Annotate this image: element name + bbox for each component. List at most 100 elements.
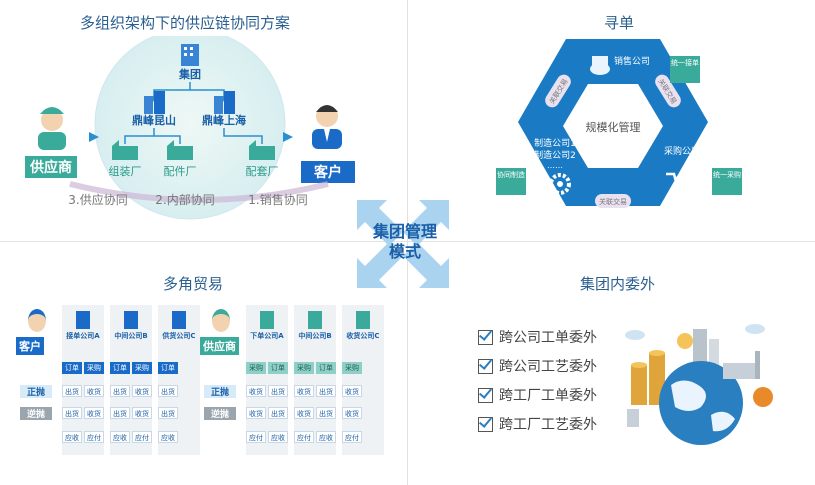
mfg1-label: 制造公司1 [534,137,576,149]
cloud-icon [745,324,765,334]
flow-label: 1.销售协同 [248,192,307,207]
sales-label: 销售公司 [614,55,650,67]
checklist-item: 跨工厂工单委外 [478,385,597,405]
trade-cell: 应付 [132,431,152,443]
center-mode-label: 集团管理模式 [372,222,437,261]
building-icon [260,311,274,329]
trade-cell: 出货 [62,385,82,397]
tag-unified-order: 统一接单 [670,56,700,83]
company-column [62,305,104,455]
person-label: 供应商 [200,337,239,355]
company-label: 收货公司C [346,332,380,340]
trade-cell: 收货 [84,407,104,419]
group-building-icon [181,44,199,66]
reverse-throw-label: 逆抛 [204,407,236,420]
org-left-label: 鼎峰昆山 [132,113,176,127]
trade-cell: 应收 [268,431,288,443]
trade-cell: 应付 [84,431,104,443]
trade-cell: 出货 [158,385,178,397]
sales-icon [590,56,610,75]
q2-diagram: 规模化管理 销售公司 采购公司 制造公司1 制造公司2 …… 关联交易 关联交易… [518,39,708,208]
trade-cell: 应收 [62,431,82,443]
trade-cell: 应付 [246,431,266,443]
trade-cell: 订单 [316,362,336,374]
trade-cell: 出货 [158,407,178,419]
trade-cell: 应收 [158,431,178,443]
arc-label-bottom: 关联交易 [595,194,631,208]
checklist-item: 跨公司工艺委外 [478,356,597,376]
q1-title: 多组织架构下的供应链协同方案 [80,14,291,32]
globe-illustration [625,324,773,445]
tag-collab-mfg: 协同制造 [496,168,526,195]
trade-cell: 收货 [342,407,362,419]
trade-cell: 应付 [342,431,362,443]
building-icon [124,311,138,329]
purchase-label: 采购公司 [664,145,700,157]
trade-cell: 订单 [62,362,82,374]
check-icon [478,416,493,432]
trade-cell: 收货 [132,407,152,419]
trade-cell: 出货 [268,407,288,419]
trade-cell: 收货 [84,385,104,397]
company-label: 下单公司A [250,332,284,340]
person-label: 客户 [16,337,44,355]
supplier-avatar-icon [38,107,66,150]
factory-icon [249,140,275,160]
arrow-right-icon [283,132,293,142]
supplier-label: 供应商 [29,159,72,176]
flow-curve [69,181,329,203]
trade-cell: 收货 [294,385,314,397]
company-column [110,305,152,455]
industry-icon [723,351,760,379]
trade-cell: 出货 [62,407,82,419]
trade-cell: 订单 [158,362,178,374]
check-icon [478,329,493,345]
q1-diagram: 集团 鼎峰昆山 鼎峰上海 组装厂 配件厂 配套厂 供应商 客户 3.供应协同 2… [25,36,355,220]
flow-label: 2.内部协同 [155,192,214,207]
trade-cell: 采购 [342,362,362,374]
forward-throw-label: 正抛 [204,385,236,398]
trade-cell: 订单 [110,362,130,374]
company-column [342,305,384,455]
gear-icon [549,173,571,195]
tag-unified-purchase: 统一采购 [712,168,742,195]
trade-cell: 采购 [132,362,152,374]
forward-throw-label: 正抛 [20,385,52,398]
trade-cell: 采购 [246,362,266,374]
trade-cell: 采购 [84,362,104,374]
trade-cell: 应收 [316,431,336,443]
cloud-icon [625,330,645,340]
trade-cell: 收货 [132,385,152,397]
org-right-label: 鼎峰上海 [202,113,246,127]
org-circle [94,36,286,220]
company-label: 接单公司A [66,332,100,340]
vertical-divider [407,0,408,485]
check-icon [478,387,493,403]
company-label: 中间公司B [298,332,332,340]
q4-title: 集团内委外 [580,275,656,293]
q2-title: 寻单 [604,14,635,32]
building-icon [356,311,370,329]
company-label: 供货公司C [162,332,196,340]
checklist-item: 跨工厂工艺委外 [478,414,597,434]
company-column [246,305,288,455]
factory-label: 配套厂 [246,165,279,178]
mfg2-label: 制造公司2 [534,149,576,161]
coins-icon [631,350,665,405]
factory-icon [112,140,138,160]
trade-cell: 出货 [316,407,336,419]
cart-icon [666,172,700,197]
customer-avatar-icon [312,105,342,149]
trade-cell: 应付 [294,431,314,443]
lightbulb-icon [753,387,773,407]
person-avatar-icon [212,309,230,332]
center-label: 规模化管理 [586,120,641,134]
trade-cell: 出货 [268,385,288,397]
org-right-building-icon [214,91,235,114]
person-avatar-icon [28,309,46,332]
svg-text:关联交易: 关联交易 [599,197,627,206]
supplier-badge [25,156,77,178]
trade-cell: 应收 [110,431,130,443]
